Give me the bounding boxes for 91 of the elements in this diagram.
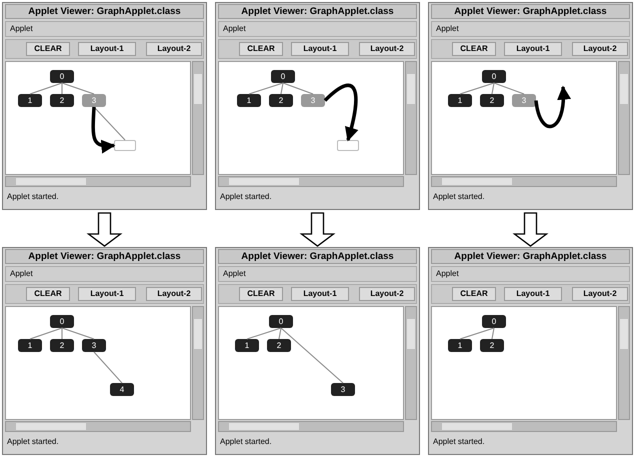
- tree-line: [282, 82, 314, 94]
- applet-window: [428, 247, 633, 455]
- status-text: Applet started.: [433, 192, 485, 201]
- tree-line: [30, 82, 62, 94]
- graph-node: 0: [482, 70, 506, 83]
- graph-node: 4: [110, 383, 134, 396]
- applet-window: [428, 2, 633, 210]
- tree-line: [248, 82, 284, 94]
- graph-node: 0: [482, 315, 506, 328]
- selected-graph-node: 3: [301, 94, 325, 107]
- tree-line: [94, 352, 122, 384]
- window-title: Applet Viewer: GraphApplet.class: [28, 251, 181, 262]
- graph-node: 2: [50, 339, 74, 352]
- toolbar-button: Layout-1: [291, 42, 349, 56]
- graph-node: 1: [18, 94, 42, 107]
- menu-label: Applet: [436, 24, 459, 33]
- menu-label: Applet: [10, 24, 33, 33]
- toolbar-button: Layout-2: [146, 287, 202, 301]
- window-title: Applet Viewer: GraphApplet.class: [241, 251, 394, 262]
- toolbar-button: Layout-2: [572, 287, 628, 301]
- tree-line: [62, 82, 94, 94]
- toolbar-button: Layout-2: [572, 42, 628, 56]
- toolbar-button: Layout-2: [146, 42, 202, 56]
- graph-node: 0: [50, 70, 74, 83]
- toolbar-button: CLEAR: [452, 287, 496, 301]
- tree-line: [460, 82, 494, 94]
- toolbar-button: Layout-1: [78, 287, 136, 301]
- tree-line: [460, 328, 494, 340]
- toolbar-button: Layout-1: [504, 287, 562, 301]
- selected-graph-node: 3: [82, 94, 106, 107]
- graph-node: 0: [50, 315, 74, 328]
- window-title: Applet Viewer: GraphApplet.class: [241, 6, 394, 17]
- toolbar-button: Layout-2: [359, 42, 415, 56]
- graph-node: 1: [237, 94, 261, 107]
- tree-line: [94, 106, 126, 140]
- applet-window: [215, 2, 420, 210]
- toolbar-button: CLEAR: [452, 42, 496, 56]
- step-arrow: [86, 212, 122, 247]
- toolbar-button: CLEAR: [26, 42, 70, 56]
- status-text: Applet started.: [7, 192, 59, 201]
- tree-line: [494, 82, 524, 94]
- graph-node: 2: [480, 94, 504, 107]
- status-text: Applet started.: [220, 437, 272, 446]
- graph-node: 3: [331, 383, 355, 396]
- graph-node: 0: [269, 315, 293, 328]
- graph-node: 1: [18, 339, 42, 352]
- menu-label: Applet: [223, 24, 246, 33]
- graph-node: 1: [448, 94, 472, 107]
- menu-label: Applet: [436, 269, 459, 278]
- step-arrow: [300, 212, 336, 247]
- tree-line: [280, 82, 284, 94]
- tree-line: [492, 82, 494, 94]
- tree-line: [280, 328, 344, 384]
- tree-line: [30, 328, 62, 340]
- tree-line: [492, 328, 494, 340]
- drag-arrow: [534, 86, 570, 128]
- selected-graph-node: 3: [512, 94, 536, 107]
- tree-line: [278, 328, 282, 340]
- tree-line: [246, 328, 282, 340]
- drag-arrow: [91, 106, 116, 154]
- graph-node: 3: [82, 339, 106, 352]
- graph-node: 1: [235, 339, 259, 352]
- graph-node: 2: [269, 94, 293, 107]
- status-text: Applet started.: [220, 192, 272, 201]
- drop-target-box: [114, 140, 136, 151]
- drop-target-box: [337, 140, 359, 151]
- toolbar-button: Layout-2: [359, 287, 415, 301]
- window-title: Applet Viewer: GraphApplet.class: [28, 6, 181, 17]
- toolbar-button: CLEAR: [239, 42, 283, 56]
- graph-node: 1: [448, 339, 472, 352]
- menu-label: Applet: [223, 269, 246, 278]
- toolbar-button: CLEAR: [26, 287, 70, 301]
- menu-label: Applet: [10, 269, 33, 278]
- window-title: Applet Viewer: GraphApplet.class: [454, 251, 607, 262]
- applet-window: [2, 2, 207, 210]
- toolbar-button: Layout-1: [504, 42, 562, 56]
- graph-node: 2: [50, 94, 74, 107]
- toolbar-button: Layout-1: [78, 42, 136, 56]
- drag-arrow: [324, 84, 358, 142]
- graph-node: 0: [271, 70, 295, 83]
- status-text: Applet started.: [7, 437, 59, 446]
- status-text: Applet started.: [433, 437, 485, 446]
- graph-node: 2: [267, 339, 291, 352]
- toolbar-button: CLEAR: [239, 287, 283, 301]
- step-arrow: [512, 212, 548, 247]
- applet-window: [2, 247, 207, 455]
- graph-node: 2: [480, 339, 504, 352]
- tree-line: [62, 328, 94, 340]
- toolbar-button: Layout-1: [291, 287, 349, 301]
- window-title: Applet Viewer: GraphApplet.class: [454, 6, 607, 17]
- applet-window: [215, 247, 420, 455]
